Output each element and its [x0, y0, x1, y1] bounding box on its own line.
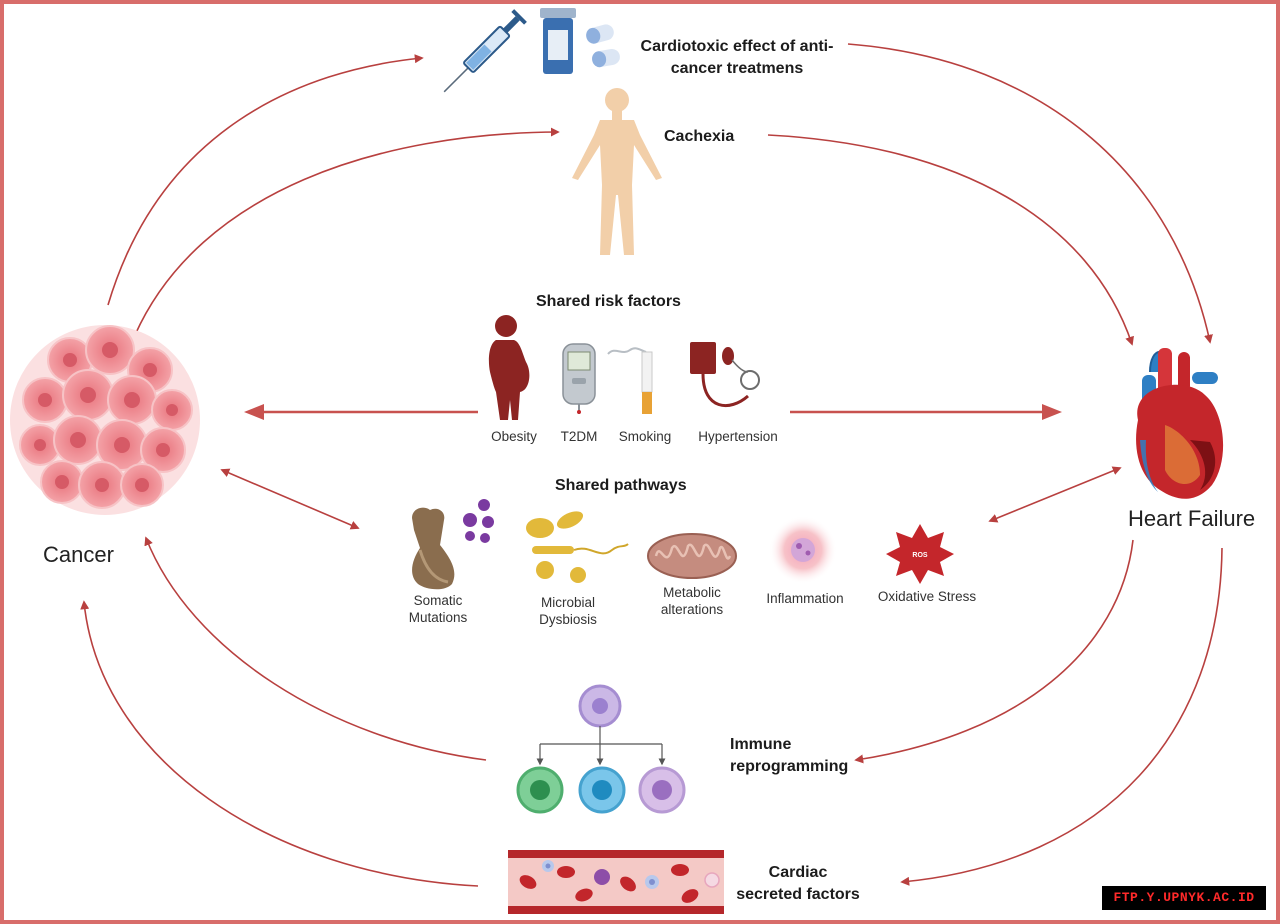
mitochondria-icon [647, 533, 737, 579]
capsules-icon [586, 24, 620, 68]
immune-reprogramming-icon [516, 684, 686, 814]
immune-reprogramming-label: Immune reprogramming [730, 736, 849, 775]
cigarette-icon [607, 347, 653, 414]
arrow-heart-to-cardiac-factors [900, 547, 1223, 886]
immune-cell-icon [578, 766, 626, 814]
ros-burst-icon: ROS [886, 524, 954, 584]
smoking-label: Smoking [618, 429, 672, 444]
heart-icon [1136, 348, 1224, 499]
t2dm-label: T2DM [560, 429, 598, 444]
cardiotoxic-label: Cardiotoxic effect of anti-cancer treatm… [640, 38, 834, 77]
oxidative-stress-label: Oxidative Stress [877, 589, 977, 604]
immune-cell-icon [638, 766, 686, 814]
pill-bottle-icon [540, 8, 576, 74]
shared-pathways-title: Shared pathways [555, 477, 687, 494]
arrow-cancer-to-cachexia [134, 127, 560, 336]
inflammation-cell-icon [769, 516, 837, 584]
arrow-cardiac-factors-to-cancer [80, 600, 479, 887]
arrows [80, 43, 1223, 887]
bacteria-icon [526, 511, 629, 583]
inflammation-label: Inflammation [766, 591, 844, 606]
arrow-cancer-pathways-bidirectional [220, 468, 360, 530]
shared-risk-factors-title: Shared risk factors [536, 293, 681, 310]
immune-cell-icon [516, 766, 564, 814]
heart-failure-label: Heart Failure [1128, 506, 1256, 531]
syringe-icon [443, 9, 527, 93]
hypertension-label: Hypertension [698, 429, 778, 444]
human-body-icon [572, 88, 662, 255]
cachexia-label: Cachexia [664, 128, 735, 145]
blood-vessel-icon [508, 850, 724, 914]
microbial-dysbiosis-label: Microbial Dysbiosis [539, 595, 597, 627]
bone-icon [412, 507, 455, 590]
mutated-cells-icon [463, 499, 494, 543]
arrow-cardiotoxic-to-heart [847, 43, 1213, 344]
arrow-immune-to-cancer [144, 536, 487, 761]
cancer-label: Cancer [43, 542, 114, 567]
arrow-cachexia-to-heart [767, 134, 1134, 346]
metabolic-alterations-label: Metabolic alterations [660, 585, 724, 617]
arrow-heart-pathways-bidirectional [988, 466, 1122, 523]
obesity-label: Obesity [491, 429, 537, 444]
pregnant-person-icon [488, 315, 530, 420]
blood-pressure-monitor-icon [690, 342, 760, 408]
ros-label: ROS [912, 552, 928, 559]
arrow-heart-to-immune [854, 539, 1134, 764]
somatic-mutations-label: Somatic Mutations [408, 593, 468, 625]
arrow-cancer-to-cardiotoxic [107, 54, 424, 306]
cardiac-secreted-factors-label: Cardiac secreted factors [736, 864, 860, 903]
watermark-badge: FTP.Y.UPNYK.AC.ID [1102, 886, 1266, 910]
tumor-cells-icon [10, 325, 200, 515]
glucometer-icon [562, 343, 596, 414]
